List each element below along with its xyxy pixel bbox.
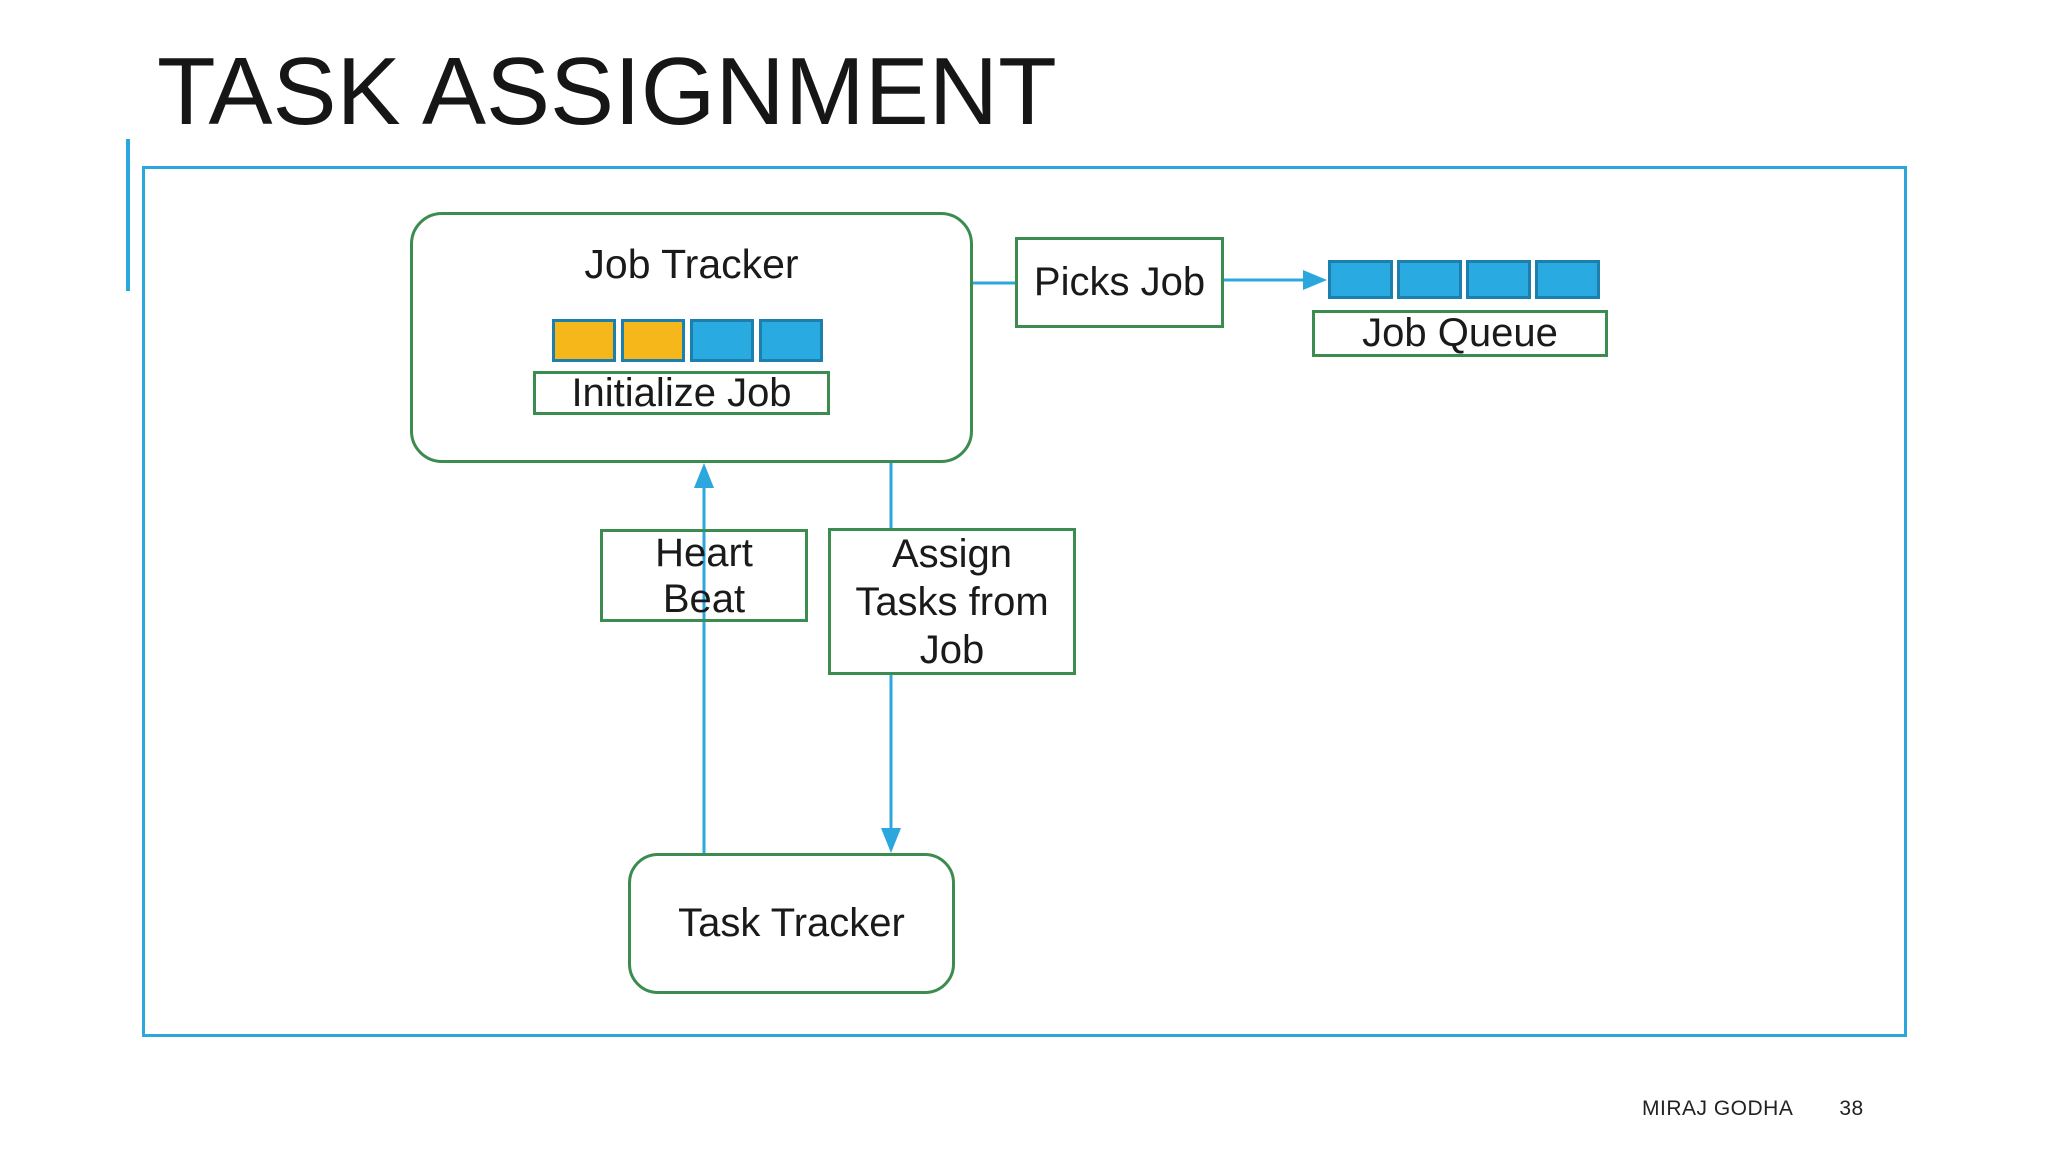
job-queue-box: Job Queue <box>1312 310 1608 357</box>
heartbeat-arrowhead-icon <box>694 463 714 488</box>
blue-queue-slot <box>1397 260 1462 299</box>
footer: MIRAJ GODHA 38 <box>1642 1097 1864 1121</box>
blue-queue-slot <box>759 319 823 362</box>
task-tracker-box: Task Tracker <box>628 853 955 994</box>
yellow-queue-slot <box>621 319 685 362</box>
job-tracker-label: Job Tracker <box>584 241 799 287</box>
job-tracker-box: Job Tracker Initialize Job <box>410 212 973 463</box>
job-queue-slots <box>1328 260 1600 299</box>
footer-page-number: 38 <box>1839 1097 1864 1120</box>
picks-job-box: Picks Job <box>1015 237 1224 328</box>
initialize-job-box: Initialize Job <box>533 371 830 415</box>
assign-tasks-box: Assign Tasks from Job <box>828 528 1076 675</box>
footer-author: MIRAJ GODHA <box>1642 1097 1794 1120</box>
job-tracker-slots <box>552 319 823 362</box>
task-tracker-label: Task Tracker <box>678 901 905 945</box>
heart-beat-box: Heart Beat <box>600 529 808 622</box>
assign-arrowhead-icon <box>881 828 901 853</box>
picksjob-to-queue-arrowhead-icon <box>1303 270 1327 290</box>
blue-queue-slot <box>1328 260 1393 299</box>
yellow-queue-slot <box>552 319 616 362</box>
blue-queue-slot <box>1535 260 1600 299</box>
job-queue-label: Job Queue <box>1362 311 1558 355</box>
title-accent-bar <box>126 139 130 291</box>
blue-queue-slot <box>690 319 754 362</box>
heart-beat-label: Heart Beat <box>655 530 753 621</box>
assign-tasks-label: Assign Tasks from Job <box>855 531 1049 672</box>
initialize-job-label: Initialize Job <box>571 370 792 415</box>
slide-title: TASK ASSIGNMENT <box>157 38 1057 145</box>
picks-job-label: Picks Job <box>1033 260 1206 304</box>
diagram-frame <box>142 166 1907 1037</box>
blue-queue-slot <box>1466 260 1531 299</box>
